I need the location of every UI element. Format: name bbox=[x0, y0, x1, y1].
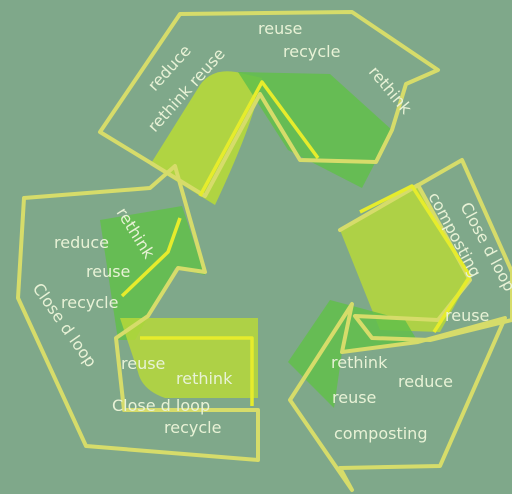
word-label: reuse bbox=[121, 354, 165, 373]
left-band-green bbox=[100, 206, 205, 340]
left-lower-guide-line bbox=[140, 336, 254, 406]
top-band-green bbox=[238, 72, 392, 188]
word-label: reuse bbox=[445, 306, 489, 325]
right-guide-line bbox=[359, 184, 472, 333]
word-label: rethink bbox=[365, 62, 416, 118]
top-guide-line bbox=[198, 80, 320, 197]
word-label: reuse bbox=[86, 262, 130, 281]
word-label: Close d loop bbox=[112, 396, 210, 415]
word-label: reduce bbox=[398, 372, 453, 391]
right-arrow-lower-outline bbox=[288, 302, 507, 492]
word-label: composting bbox=[334, 424, 427, 443]
left-arrow-outline bbox=[16, 164, 260, 462]
word-label: recycle bbox=[61, 293, 118, 312]
word-label: recycle bbox=[164, 418, 221, 437]
right-arrow-outline bbox=[338, 158, 512, 342]
word-label: reuse bbox=[332, 388, 376, 407]
word-label: rethink bbox=[331, 353, 388, 372]
top-arrow-outline bbox=[98, 10, 440, 198]
word-label: reuse bbox=[258, 19, 302, 38]
word-label: reduce bbox=[54, 233, 109, 252]
word-label: rethink bbox=[176, 369, 233, 388]
right-band-green bbox=[288, 300, 418, 408]
word-label: recycle bbox=[283, 42, 340, 61]
left-guide-line bbox=[120, 217, 182, 298]
